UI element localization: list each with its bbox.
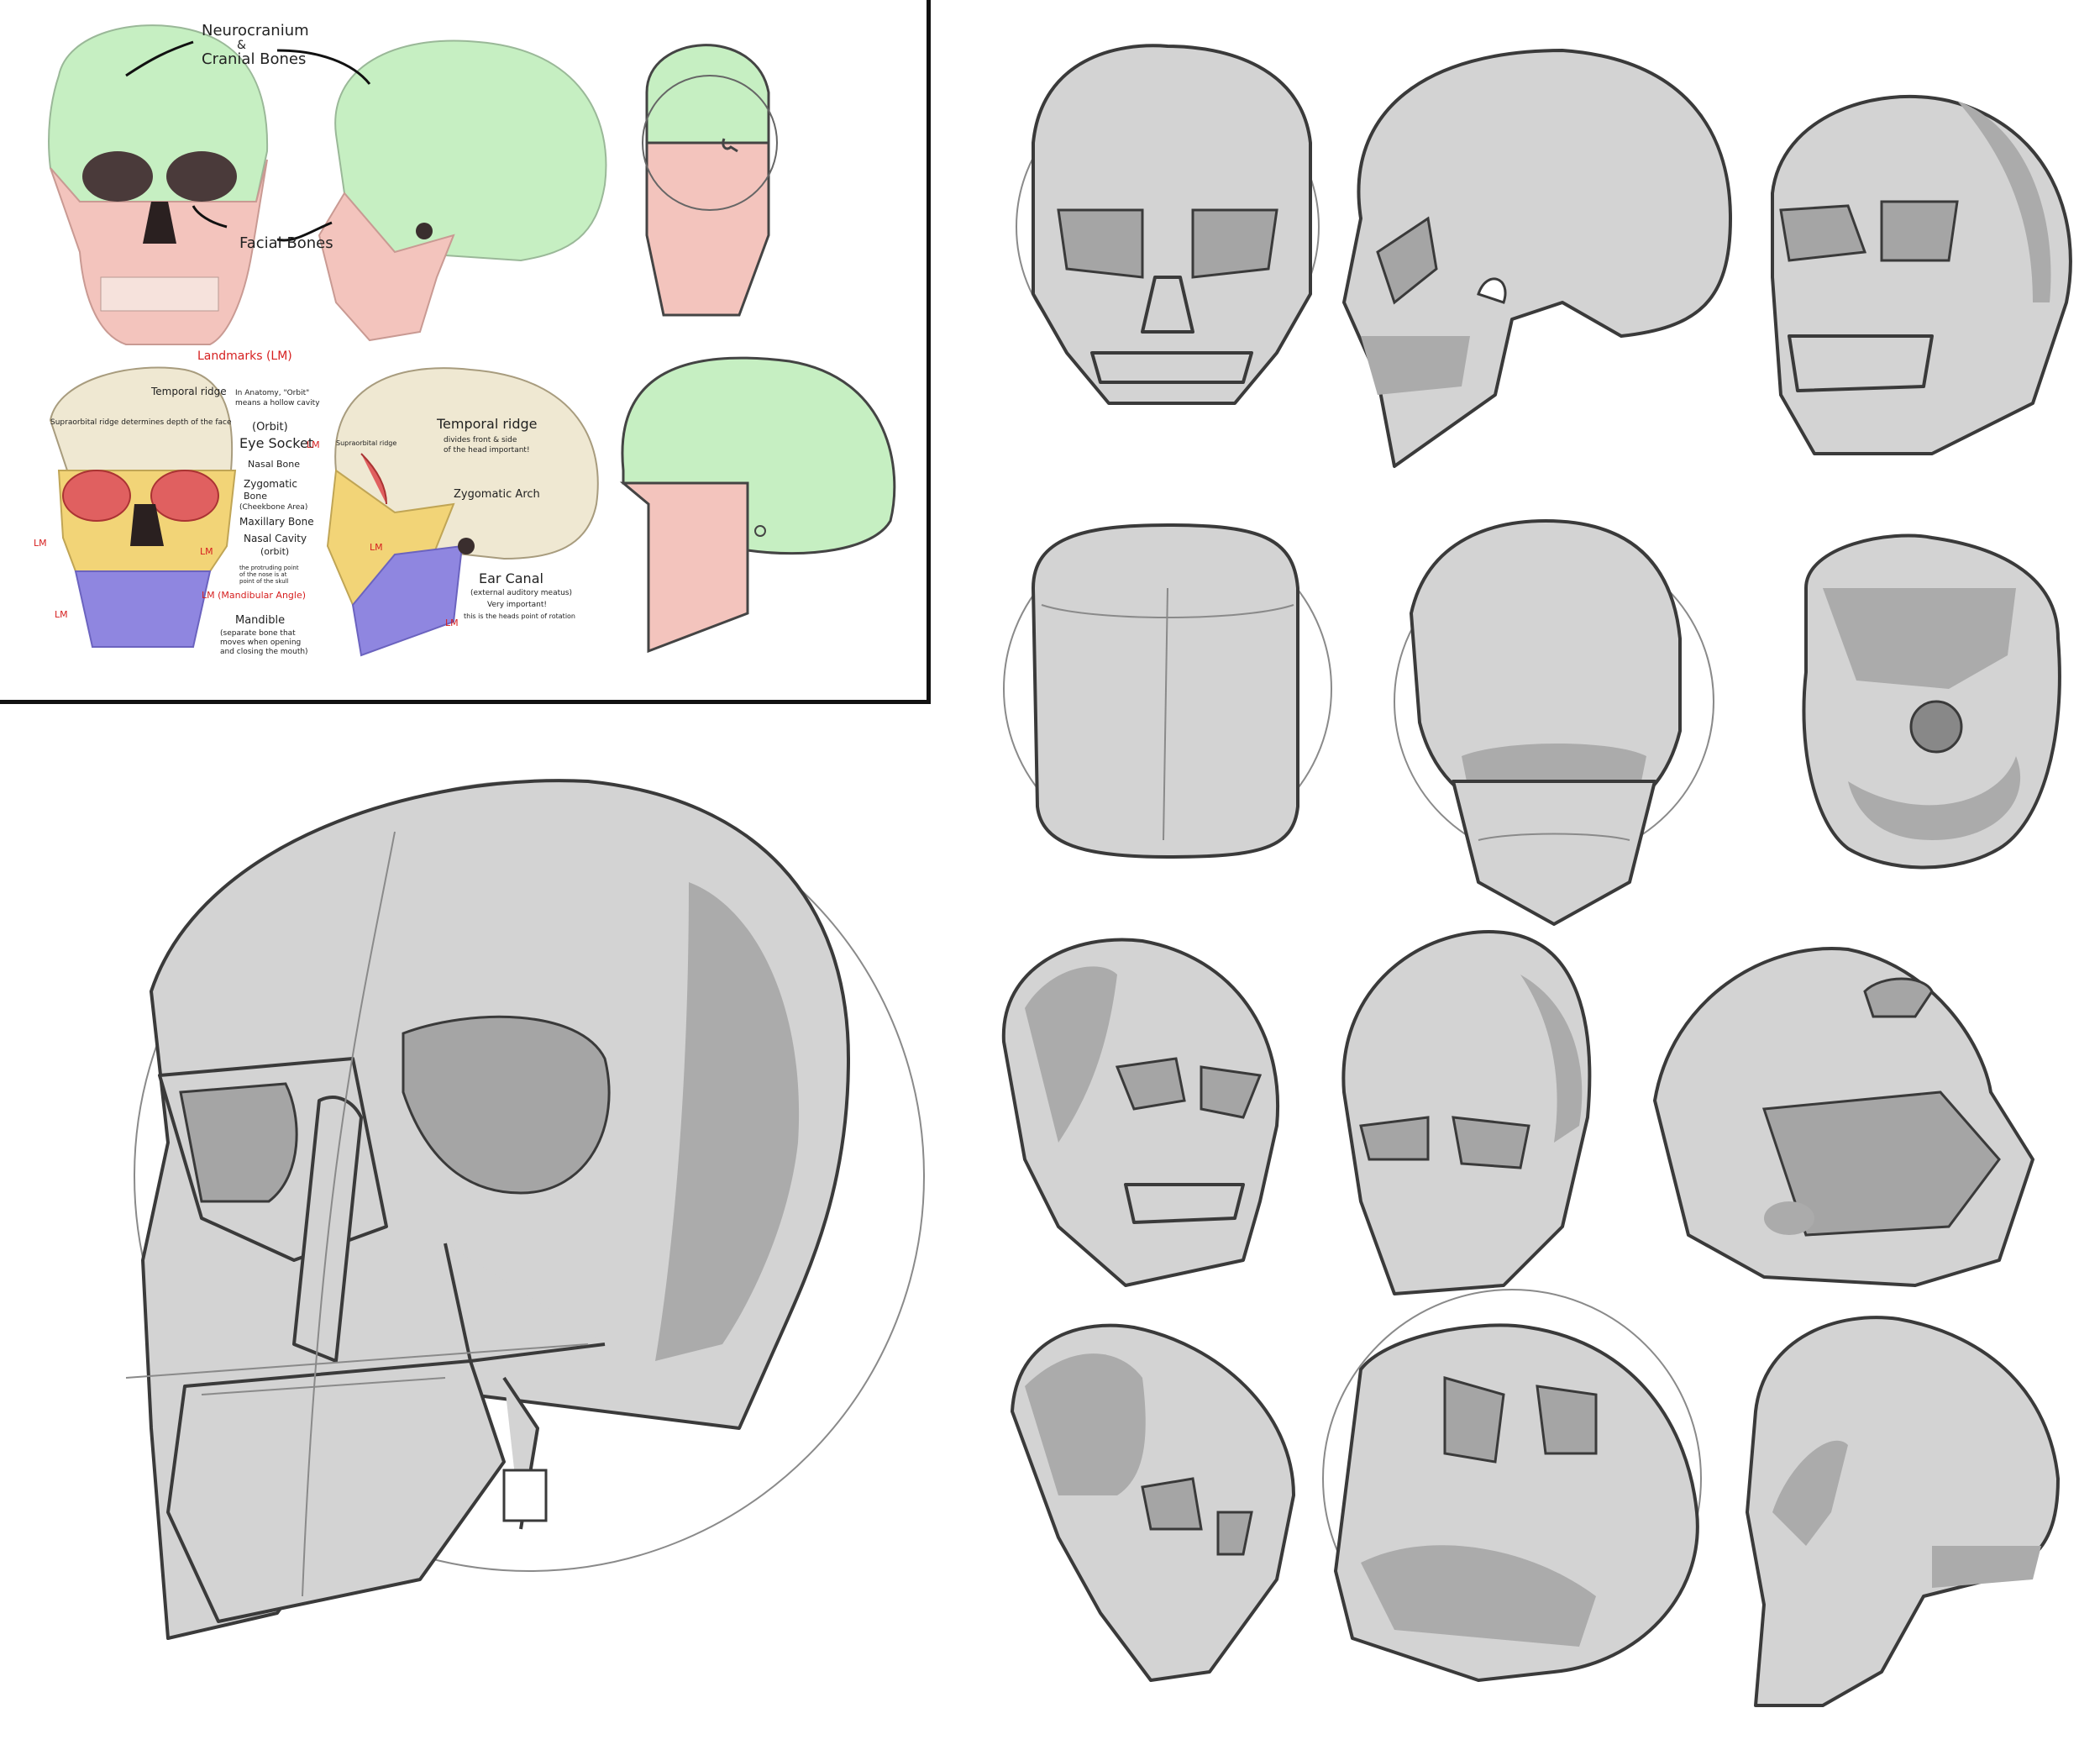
supraorbital-note: Supraorbital ridge determines depth of t…: [50, 418, 232, 427]
temporal-ridge-front: Temporal ridge: [150, 386, 227, 397]
ear-canal-label: Ear Canal: [479, 570, 543, 586]
neurocranium-amp: &: [237, 39, 246, 52]
nasal-cavity: Nasal Cavity: [244, 533, 307, 544]
supraorbital-ridge-small: Supraorbital ridge: [336, 439, 396, 447]
front-skull-colored: [48, 24, 269, 345]
skull-side-view: [1342, 49, 1732, 468]
zygomatic-bone-2: Bone: [244, 491, 267, 502]
orbit-note-1: In Anatomy, "Orbit": [235, 389, 309, 397]
skull-top-view: [1003, 523, 1332, 859]
side-skull-colored: [318, 39, 607, 342]
temporal-note-1: divides front & side: [444, 436, 517, 444]
lm-marker-zygomatic: LM: [200, 546, 213, 557]
landmark-front-skull: [49, 366, 237, 648]
reference-panel: Neurocranium & Cranial Bones Facial Bone…: [0, 0, 931, 704]
lm-marker-eye: LM: [307, 439, 320, 450]
ear-note-2: Very important!: [487, 601, 547, 609]
lm-marker-side-skull: LM: [370, 542, 383, 553]
mandible-note-1: (separate bone that: [220, 629, 296, 638]
skull-front-view: [1016, 44, 1320, 405]
ear-note-1: (external auditory meatus): [470, 589, 572, 597]
protruding-note-1: the protruding point: [239, 565, 299, 571]
lm-marker-side-jaw: LM: [445, 617, 459, 628]
nasal-orbit: (orbit): [260, 546, 289, 557]
skull-upside-down: [1322, 1289, 1702, 1682]
facial-bones-label: Facial Bones: [239, 234, 333, 252]
maxillary-bone: Maxillary Bone: [239, 516, 314, 528]
landmark-side-skull: [326, 367, 599, 657]
skull-three-quarter-turned: [1011, 1323, 1295, 1682]
zygomatic-bone-1: Zygomatic: [244, 478, 297, 490]
skull-three-quarter-view: [1771, 94, 2072, 455]
zygomatic-arch-label: Zygomatic Arch: [454, 488, 540, 501]
neurocranium-label: Neurocranium: [202, 22, 309, 39]
reference-svg: Neurocranium & Cranial Bones Facial Bone…: [34, 22, 896, 657]
nasal-bone-label: Nasal Bone: [248, 459, 300, 470]
protruding-note-2: of the nose is at: [239, 571, 287, 578]
eye-socket-label: Eye Socket: [239, 435, 313, 451]
skull-back-view: [1394, 519, 1714, 926]
temporal-note-2: of the head important!: [444, 446, 530, 455]
skull-back-three-quarter: [1746, 1316, 2060, 1707]
skull-bottom-view: [1802, 533, 2061, 870]
mandible-note-2: moves when opening: [220, 639, 301, 647]
mandible-label: Mandible: [235, 614, 285, 627]
cheekbone-area: (Cheekbone Area): [239, 503, 307, 512]
protruding-note-3: point of the skull: [239, 578, 289, 585]
lm-marker-side-left: LM: [34, 538, 47, 549]
landmarks-heading: Landmarks (LM): [197, 349, 292, 363]
mandible-note-3: and closing the mouth): [220, 648, 308, 656]
orbit-paren: (Orbit): [252, 421, 288, 434]
orbit-note-2: means a hollow cavity: [235, 399, 320, 407]
skull-tilted-bottom: [1653, 947, 2034, 1287]
large-skull-sketch: [125, 779, 925, 1640]
cranial-bones-label: Cranial Bones: [202, 50, 306, 68]
skull-three-quarter-low: [1001, 938, 1280, 1287]
skull-three-quarter-high: [1341, 930, 1592, 1295]
cranial-facial-diagram-front: [642, 44, 778, 317]
lm-marker-jaw-left: LM: [55, 609, 68, 620]
ear-note-3: this is the heads point of rotation: [464, 612, 575, 620]
mandibular-angle: LM (Mandibular Angle): [202, 590, 306, 601]
temporal-ridge-label: Temporal ridge: [436, 416, 538, 432]
cranial-facial-diagram-side: [619, 356, 896, 654]
